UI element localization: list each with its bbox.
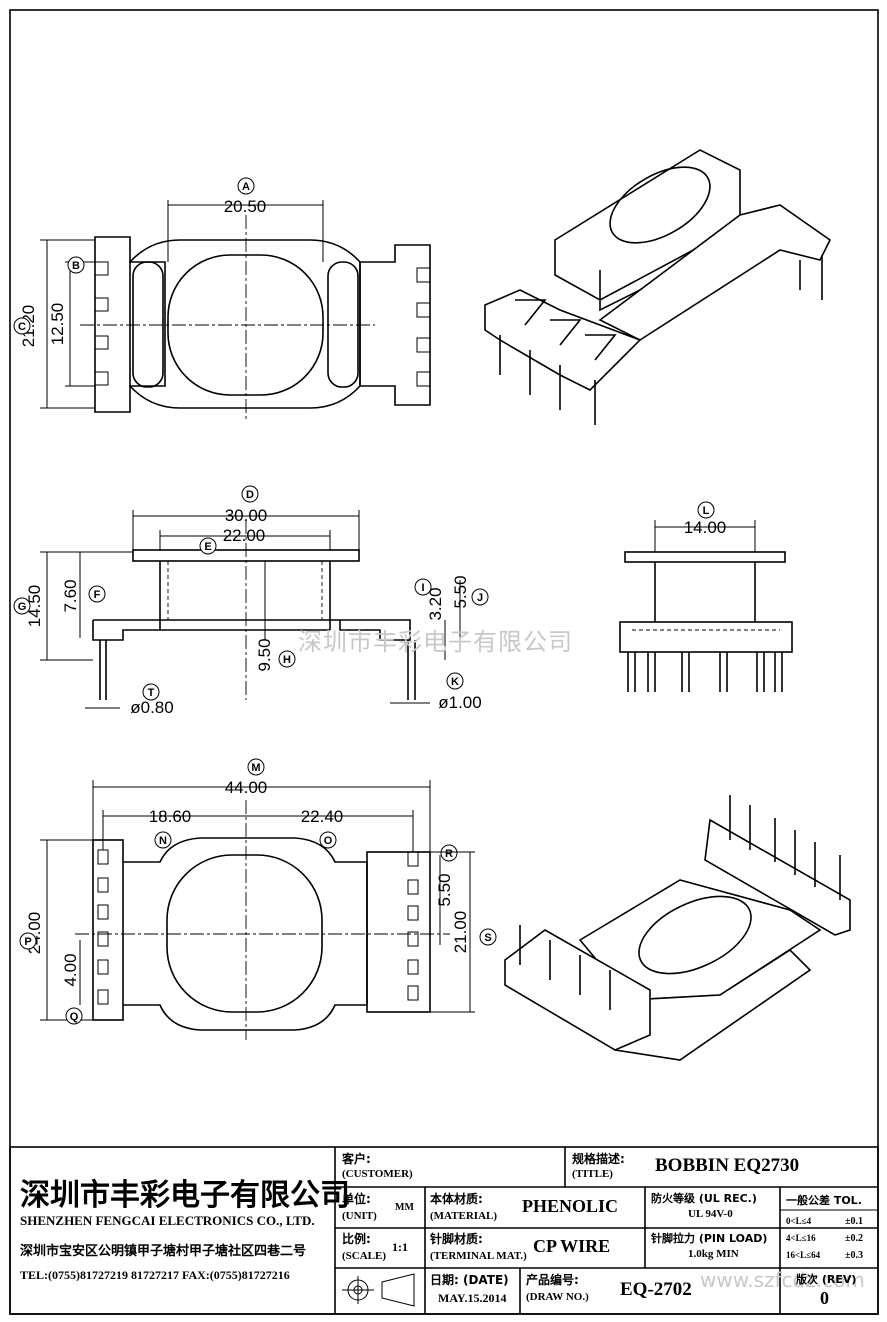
dim-M-label: M (251, 762, 260, 774)
dim-M-value: 44.00 (225, 778, 268, 797)
dim-B-value: 12.50 (48, 303, 67, 346)
dim-I-label: I (421, 582, 424, 594)
dim-A-value: 20.50 (224, 197, 267, 216)
revision-value: 0 (820, 1288, 829, 1308)
terminal-label-cn: 针脚材质: (430, 1232, 483, 1246)
company-name-en: SHENZHEN FENGCAI ELECTRONICS CO., LTD. (20, 1213, 315, 1228)
tol-range-3: 16<L≤64 (786, 1250, 821, 1260)
tol-value-3: ±0.3 (845, 1250, 863, 1261)
title-block-grid (9, 1146, 879, 1315)
dim-O-label: O (324, 835, 333, 847)
dim-B-label: B (72, 260, 80, 272)
unit-label-en: (UNIT) (342, 1210, 377, 1222)
dim-K-label: K (451, 676, 459, 688)
dim-R-value: 5.50 (435, 873, 454, 906)
dim-Q-value: 4.00 (61, 953, 80, 986)
customer-label-en: (CUSTOMER) (342, 1168, 413, 1180)
pinload-label: 针脚拉力 (PIN LOAD) (651, 1232, 768, 1245)
terminal-value: CP WIRE (533, 1236, 611, 1256)
scale-label-cn: 比例: (342, 1232, 371, 1246)
material-value: PHENOLIC (522, 1196, 619, 1216)
dim-P-label: P (24, 936, 31, 948)
material-label-cn: 本体材质: (430, 1192, 483, 1206)
watermark-center: 深圳市丰彩电子有限公司 (298, 628, 573, 656)
isometric-view-2 (504, 795, 851, 1061)
title-value: BOBBIN EQ2730 (655, 1155, 800, 1176)
scale-value: 1:1 (392, 1240, 408, 1254)
dim-C-label: C (18, 321, 26, 333)
company-name-cn: 深圳市丰彩电子有限公司 (20, 1178, 350, 1213)
bottom-view: 44.00 M 18.60 22.40 N O 24.00 P 4.00 Q 5… (19, 758, 497, 1040)
isometric-view-1 (484, 149, 832, 425)
projection-symbol (342, 1273, 415, 1307)
dim-G-label: G (18, 601, 27, 613)
unit-label-cn: 单位: (342, 1192, 371, 1206)
dim-R-label: R (445, 848, 453, 860)
dim-F-label: F (94, 589, 101, 601)
company-address: 深圳市宝安区公明镇甲子塘村甲子塘社区四巷二号 (20, 1244, 307, 1259)
customer-label-cn: 客户: (342, 1152, 371, 1166)
drawno-label-cn: 产品编号: (526, 1273, 579, 1287)
date-value: MAY.15.2014 (438, 1291, 507, 1305)
dim-L-value: 14.00 (684, 518, 727, 537)
dim-A-label: A (242, 181, 250, 193)
dim-J-label: J (477, 592, 483, 604)
tol-range-1: 0<L≤4 (786, 1216, 812, 1226)
dim-T-value: ø0.80 (130, 698, 173, 717)
pinload-value: 1.0kg MIN (688, 1248, 739, 1260)
dim-J-value: 5.50 (451, 575, 470, 608)
material-label-en: (MATERIAL) (430, 1210, 498, 1222)
revision-label: 版次 (REV) (796, 1273, 857, 1286)
flame-label: 防火等级 (UL REC.) (651, 1192, 757, 1205)
tol-range-2: 4<L≤16 (786, 1233, 816, 1243)
dim-H-label: H (283, 654, 291, 666)
watermark-corner: www.szfcdz.com (700, 1268, 865, 1292)
dim-S-label: S (484, 932, 491, 944)
dim-T-label: T (148, 687, 155, 699)
dim-S-value: 21.00 (451, 911, 470, 954)
front-view: 14.00 L (619, 501, 793, 692)
title-label-en: (TITLE) (572, 1168, 613, 1180)
title-label-cn: 规格描述: (572, 1152, 625, 1166)
side-view: 30.00 D 22.00 E 14.50 G 7.60 F 9.50 H 3.… (13, 485, 489, 717)
dim-F-value: 7.60 (61, 579, 80, 612)
top-view: 20.50 A 21.20 C 12.50 B (13, 177, 431, 420)
scale-label-en: (SCALE) (342, 1250, 387, 1262)
tol-value-1: ±0.1 (845, 1216, 863, 1227)
drawno-label-en: (DRAW NO.) (526, 1291, 589, 1303)
tol-value-2: ±0.2 (845, 1233, 863, 1244)
dim-Q-label: Q (70, 1011, 79, 1023)
dim-G-value: 14.50 (25, 585, 44, 628)
dim-E-value: 22.00 (223, 526, 266, 545)
tolerance-title: 一般公差 TOL. (786, 1194, 862, 1207)
dim-L-label: L (703, 505, 710, 517)
terminal-label-en: (TERMINAL MAT.) (430, 1250, 527, 1262)
drawno-value: EQ-2702 (620, 1279, 692, 1300)
drawing-border (9, 9, 879, 1315)
dim-N-label: N (159, 835, 167, 847)
dim-N-value: 18.60 (149, 807, 192, 826)
date-label: 日期: (DATE) (430, 1273, 509, 1287)
company-phone: TEL:(0755)81727219 81727217 FAX:(0755)81… (20, 1268, 290, 1282)
dim-H-value: 9.50 (255, 638, 274, 671)
dim-K-value: ø1.00 (438, 693, 481, 712)
dim-D-label: D (246, 489, 254, 501)
dim-E-label: E (204, 541, 211, 553)
dim-I-value: 3.20 (426, 587, 445, 620)
dim-O-value: 22.40 (301, 807, 344, 826)
flame-value: UL 94V-0 (688, 1208, 733, 1220)
dim-D-value: 30.00 (225, 506, 268, 525)
unit-value: MM (395, 1202, 414, 1213)
